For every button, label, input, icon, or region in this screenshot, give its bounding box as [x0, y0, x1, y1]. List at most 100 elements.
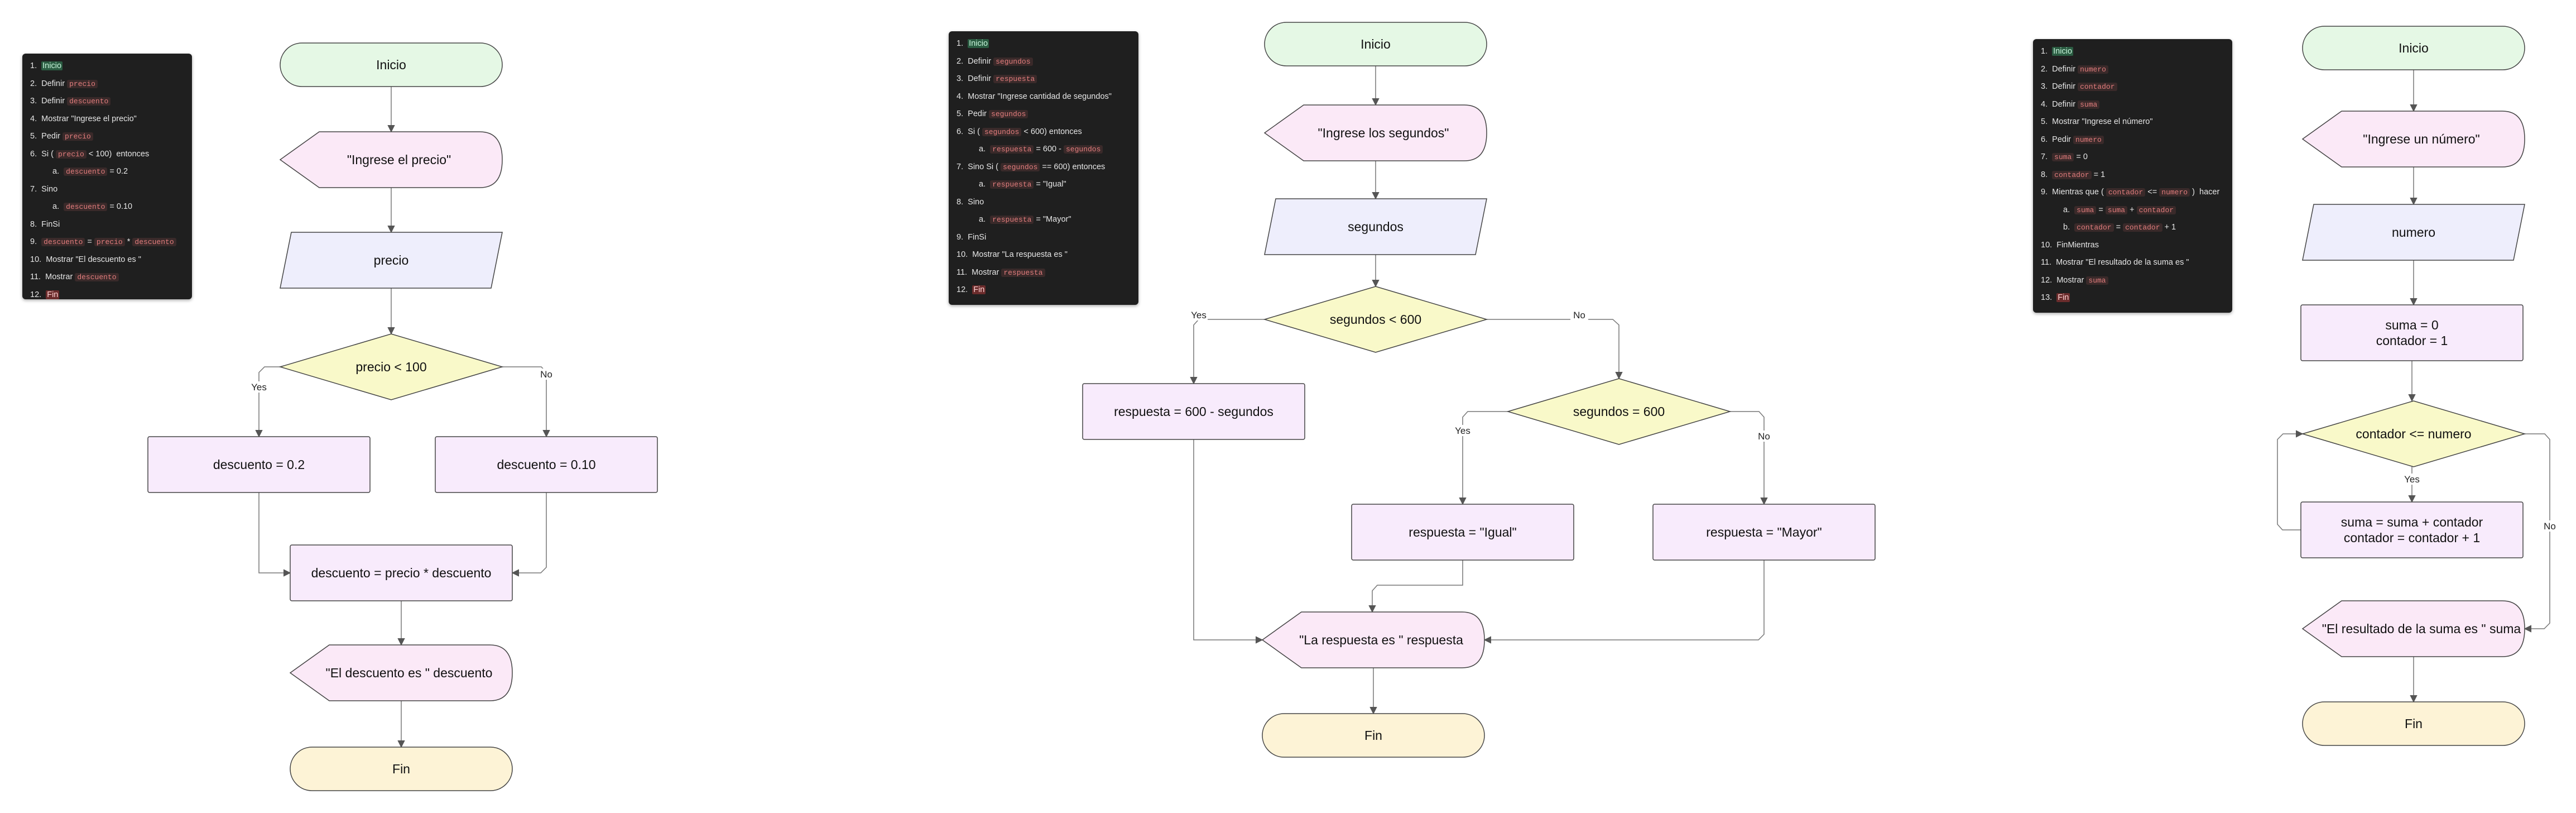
node-label: segundos = 600 — [1573, 404, 1665, 419]
step-text: < 100) entonces — [86, 149, 150, 159]
edge-label-bg — [1190, 309, 1208, 321]
flow-node-decision: segundos = 600 — [1506, 378, 1732, 445]
code-token: precio — [63, 132, 93, 141]
code-token: descuento — [132, 238, 176, 246]
pseudocode-step: 3. Definir contador — [2041, 82, 2117, 91]
pseudocode-step: 9. FinSi — [957, 233, 986, 242]
node-label: descuento = precio * descuento — [311, 566, 492, 580]
node-label: "Ingrese el precio" — [347, 152, 451, 167]
node-shape — [2300, 304, 2524, 361]
step-text: 4. Mostrar "Ingrese el precio" — [30, 114, 137, 123]
flow-node-terminal: Inicio — [280, 42, 503, 87]
pseudocode-step: 6. Si ( precio < 100) entonces — [30, 150, 149, 159]
node-shape — [1261, 611, 1485, 668]
node-label: respuesta = "Igual" — [1409, 525, 1516, 539]
edge-label-bg — [2403, 474, 2421, 485]
flow-node-decision: precio < 100 — [278, 333, 504, 400]
code-token: suma — [2105, 205, 2128, 214]
node-label: contador = 1 — [2376, 333, 2448, 348]
step-text: b. — [2063, 223, 2075, 232]
flow-node-terminal: Inicio — [2302, 26, 2525, 70]
flow-node-display: "Ingrese un número" — [2301, 111, 2525, 168]
node-label: contador <= numero — [2356, 427, 2471, 441]
flow-node-display: "Ingrese el precio" — [279, 131, 503, 188]
step-text: = — [2096, 205, 2106, 214]
edge-label-bg — [1570, 309, 1588, 321]
pseudocode-step: 3. Definir descuento — [30, 97, 111, 106]
step-text: + 1 — [2162, 223, 2176, 232]
node-shape — [1082, 383, 1305, 440]
node-label: contador = contador + 1 — [2344, 530, 2480, 545]
node-shape — [290, 747, 513, 791]
step-text: a. — [979, 215, 991, 224]
pseudocode-step: 4. Mostrar "Ingrese el precio" — [30, 114, 137, 123]
pseudocode-step: a. descuento = 0.10 — [52, 202, 132, 211]
step-text: 8. — [2041, 170, 2053, 179]
node-shape — [1263, 104, 1487, 161]
edge-label: Yes — [251, 382, 267, 393]
flow-node-process: descuento = precio * descuento — [290, 544, 513, 601]
node-shape — [1263, 286, 1488, 353]
node-label: segundos — [1348, 219, 1404, 234]
flow-edge — [258, 492, 291, 577]
pseudocode-step: 12. Fin — [957, 285, 986, 294]
pseudocode-step: 10. Mostrar "El descuento es " — [30, 255, 141, 264]
node-shape — [279, 131, 503, 188]
node-label: suma = 0 — [2385, 318, 2438, 332]
code-token: respuesta — [993, 75, 1037, 83]
edge-label-bg — [1454, 425, 1472, 436]
end-keyword: Fin — [2056, 293, 2070, 302]
pseudocode-step: a. respuesta = 600 - segundos — [979, 145, 1103, 154]
code-token: segundos — [1000, 162, 1040, 171]
edge-label: No — [1758, 431, 1770, 442]
step-text: 2. Definir — [30, 79, 68, 88]
step-text: 2. Definir — [957, 56, 994, 66]
code-token: descuento — [67, 97, 111, 106]
node-shape — [1351, 504, 1574, 561]
pseudocode-step: 13. Fin — [2041, 293, 2070, 302]
node-shape — [435, 436, 658, 493]
code-token: respuesta — [990, 180, 1034, 189]
pseudocode-step: 6. Si ( segundos < 600) entonces — [957, 127, 1082, 136]
step-text: 7. Sino — [30, 184, 58, 194]
step-text: 7. Sino Si ( — [957, 162, 1001, 171]
edge-label: Yes — [2404, 474, 2420, 485]
edge-label: Yes — [1191, 310, 1207, 321]
code-token: segundos — [1063, 145, 1103, 154]
step-text: 8. Sino — [957, 197, 984, 207]
step-text: a. — [52, 167, 64, 176]
step-text: 6. Si ( — [957, 127, 982, 136]
pseudocode-step: 3. Definir respuesta — [957, 74, 1037, 83]
step-text: <= — [2145, 188, 2160, 197]
pseudocode-step: 1. Inicio — [957, 39, 989, 48]
step-text: 12. Mostrar — [2041, 275, 2087, 285]
pseudocode-step: 6. Pedir numero — [2041, 135, 2104, 144]
pseudocode-step: 12. Mostrar suma — [2041, 276, 2108, 285]
node-label: "El descuento es " descuento — [326, 666, 493, 680]
flow-node-io: precio — [280, 232, 503, 289]
node-label: "El resultado de la suma es " suma — [2322, 621, 2521, 636]
step-text: 11. Mostrar — [30, 272, 75, 281]
pseudocode-step: 8. contador = 1 — [2041, 170, 2105, 179]
step-text: 3. Definir — [2041, 82, 2078, 91]
flow-node-display: "Ingrese los segundos" — [1263, 104, 1487, 161]
edge-label-bg — [2541, 520, 2559, 532]
step-text: 1. — [2041, 47, 2053, 56]
node-shape — [1652, 504, 1876, 561]
code-token: contador — [2106, 188, 2146, 197]
node-shape — [1506, 378, 1732, 445]
pseudocode-step: 5. Pedir segundos — [957, 109, 1029, 118]
end-keyword: Fin — [46, 290, 60, 299]
code-token: numero — [2078, 65, 2108, 74]
step-text: = 1 — [2091, 170, 2106, 179]
node-shape — [1264, 22, 1487, 66]
step-text: 4. Mostrar "Ingrese cantidad de segundos… — [957, 92, 1112, 101]
step-text: = 0.10 — [107, 202, 133, 211]
step-text: a. — [52, 202, 64, 211]
flow-edge — [255, 366, 280, 438]
node-label: descuento = 0.10 — [497, 457, 595, 472]
edge-label-bg — [537, 369, 555, 380]
node-shape — [2302, 701, 2525, 746]
